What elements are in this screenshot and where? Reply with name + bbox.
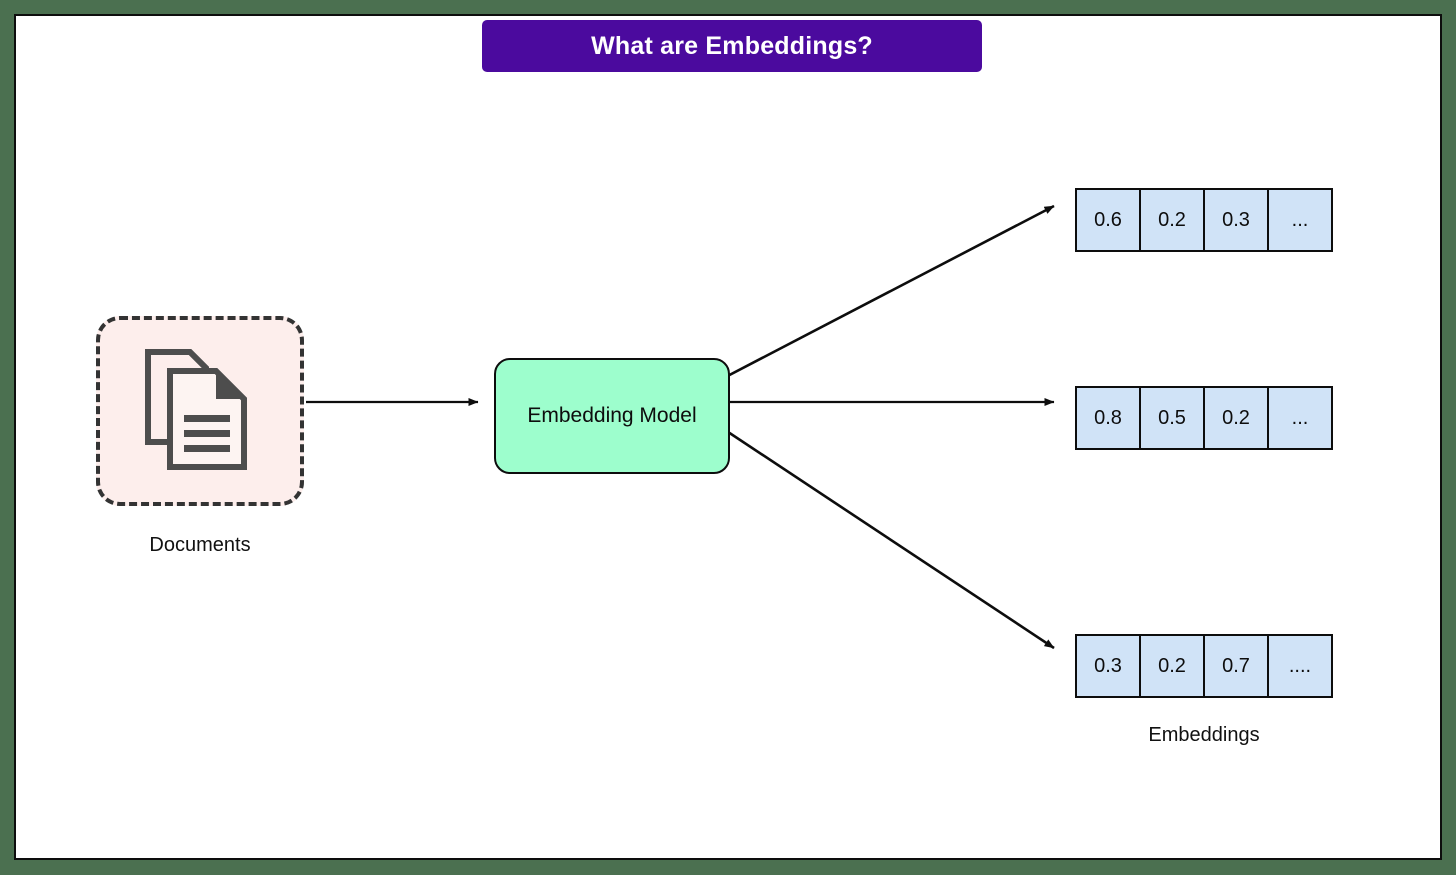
documents-label: Documents xyxy=(149,534,251,556)
vector-cell: 0.6 xyxy=(1077,190,1141,250)
embedding-model-label: Embedding Model xyxy=(527,404,697,427)
vector-cell: 0.5 xyxy=(1141,388,1205,448)
vector-cell: 0.8 xyxy=(1077,388,1141,448)
vector-cell: 0.2 xyxy=(1141,636,1205,696)
arrow-model-to-vector-1 xyxy=(715,204,1055,384)
vector-cell: .... xyxy=(1288,654,1312,677)
embeddings-label: Embeddings xyxy=(1148,724,1260,746)
documents-stack-icon xyxy=(145,349,247,470)
documents-group: Documents xyxy=(82,302,318,562)
vector-cell: 0.7 xyxy=(1205,636,1269,696)
embedding-vector-row: 0.6 0.2 0.3 ... xyxy=(1075,188,1333,252)
arrow-model-to-vector-3 xyxy=(715,422,1055,650)
vector-cell: 0.3 xyxy=(1077,636,1141,696)
vector-cell: 0.2 xyxy=(1141,190,1205,250)
embedding-model-node: Embedding Model xyxy=(494,358,730,474)
page-title: What are Embeddings? xyxy=(591,31,873,60)
vector-cell: ... xyxy=(1291,208,1309,231)
embedding-vector-row: 0.3 0.2 0.7 .... xyxy=(1075,634,1333,698)
vector-cell: ... xyxy=(1291,406,1309,429)
vector-cell: 0.2 xyxy=(1205,388,1269,448)
vector-cell: 0.3 xyxy=(1205,190,1269,250)
embedding-vector-row: 0.8 0.5 0.2 ... xyxy=(1075,386,1333,450)
diagram-canvas: What are Embeddings? Documents xyxy=(14,14,1442,860)
slide-title-banner: What are Embeddings? xyxy=(482,20,982,72)
